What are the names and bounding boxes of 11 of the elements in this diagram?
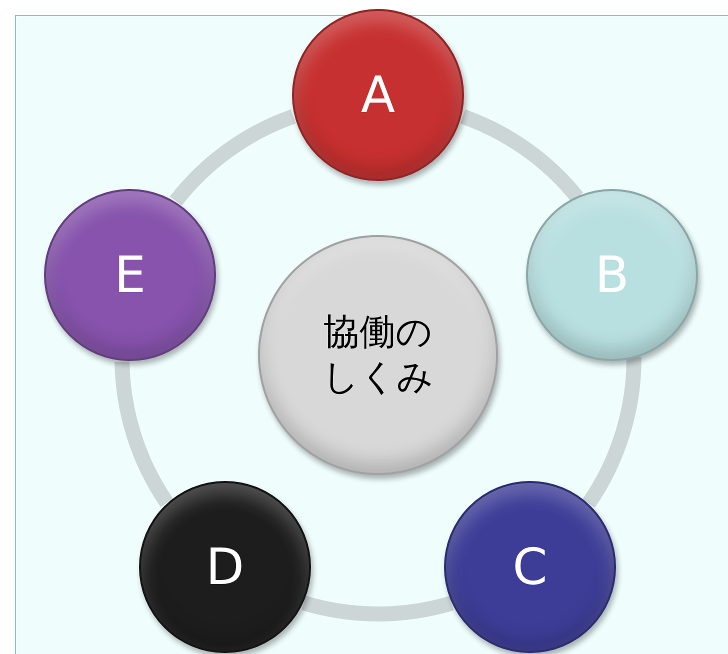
node-label: D xyxy=(206,536,244,598)
ring-connector xyxy=(582,356,642,508)
ring-connector xyxy=(460,110,583,202)
ring-connector xyxy=(170,110,296,206)
node-label: A xyxy=(360,64,396,126)
node-label: E xyxy=(114,244,146,306)
node-label: C xyxy=(512,536,548,598)
node-label: B xyxy=(594,244,630,306)
node-label: 協働のしくみ xyxy=(322,311,434,400)
ring-connector xyxy=(114,361,174,507)
ring-connector xyxy=(302,596,454,622)
